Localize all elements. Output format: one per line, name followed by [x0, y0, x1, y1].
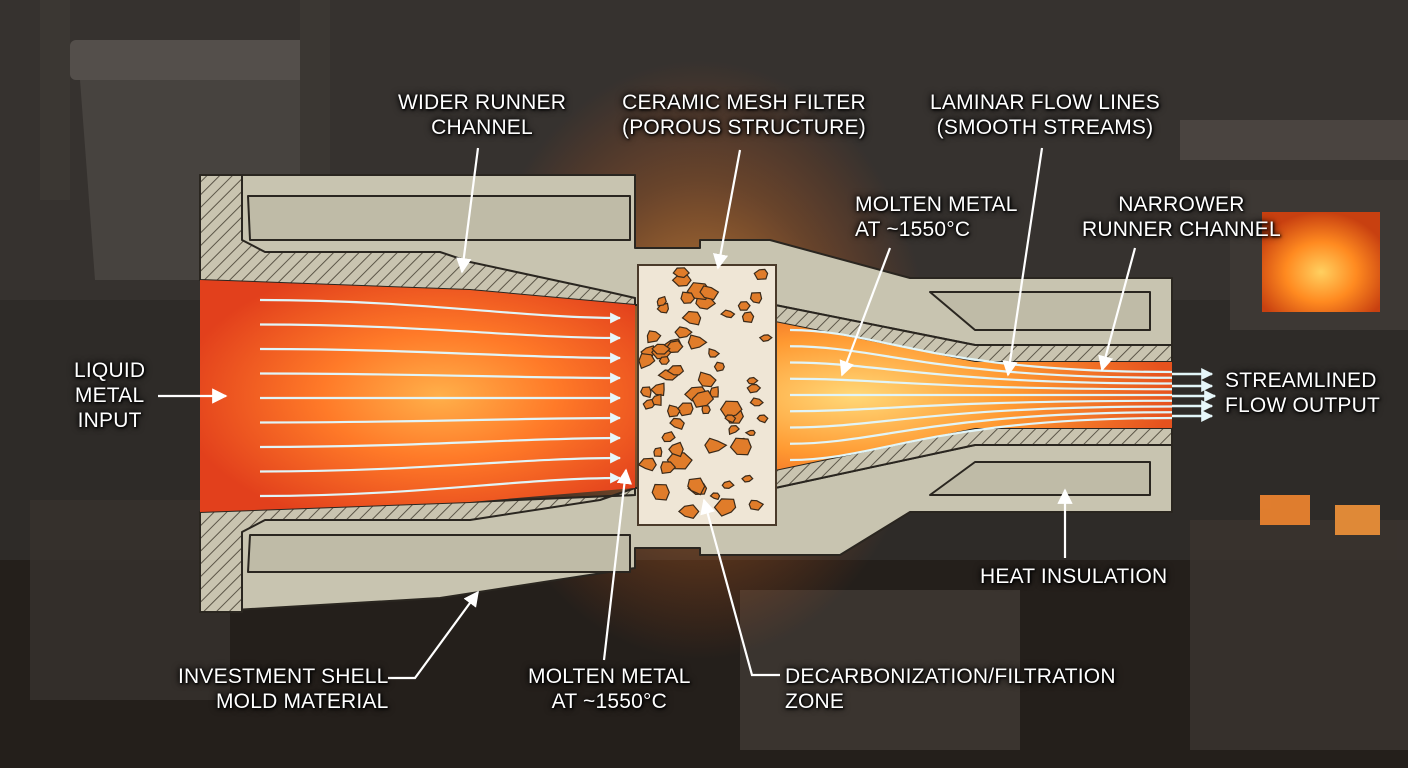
- filter-pore: [651, 483, 670, 501]
- flow-line-inlet: [259, 323, 622, 344]
- label-laminar-flow: LAMINAR FLOW LINES(SMOOTH STREAMS): [930, 91, 1160, 139]
- flow-line-outlet: [789, 345, 1173, 379]
- filter-pore: [637, 457, 657, 472]
- flow-line-outlet: [789, 405, 1173, 429]
- filter-pore: [681, 310, 702, 326]
- filter-pore: [758, 334, 773, 342]
- arrow-ceramic-filter: [712, 149, 742, 270]
- filter-pore: [741, 311, 755, 324]
- filter-pore: [687, 477, 706, 496]
- filter-pore: [691, 390, 715, 408]
- output-arrows: [1172, 368, 1217, 422]
- filter-pore: [709, 492, 721, 501]
- filter-pore: [729, 437, 752, 456]
- filter-pore: [656, 295, 667, 307]
- filter-pore: [669, 417, 685, 431]
- filter-pore: [756, 414, 769, 424]
- filter-pore: [704, 437, 728, 454]
- filter-pore: [701, 404, 711, 415]
- filter-pore: [668, 441, 684, 458]
- flow-line-inlet: [259, 298, 622, 324]
- filter-pore: [699, 285, 720, 301]
- filter-pore: [677, 504, 700, 519]
- flow-line-inlet: [259, 372, 622, 384]
- filter-pore: [687, 334, 708, 350]
- filter-pore: [640, 386, 652, 399]
- filter-pore: [728, 424, 740, 436]
- filter-pore: [658, 356, 670, 365]
- flow-line-outlet: [789, 377, 1173, 391]
- flow-line-inlet: [259, 347, 622, 364]
- filter-pore: [746, 376, 759, 385]
- filter-pore: [709, 386, 719, 398]
- arrow-laminar-flow: [1002, 147, 1044, 377]
- filter-pore: [713, 361, 725, 372]
- filter-pore: [746, 383, 762, 394]
- flow-line-outlet: [789, 411, 1173, 445]
- filter-pore: [724, 414, 737, 424]
- filter-pore: [737, 301, 751, 311]
- arrow-decarb-zone: [700, 498, 780, 677]
- filter-pore: [674, 326, 693, 339]
- filter-pore: [661, 431, 676, 443]
- filter-pore: [651, 343, 671, 355]
- flow-line-inlet: [259, 472, 622, 498]
- molten-inlet: [200, 280, 635, 512]
- flow-line-outlet: [789, 361, 1173, 385]
- filter-pore: [744, 429, 756, 437]
- arrow-narrower-runner: [1098, 247, 1137, 372]
- filter-pore: [721, 480, 735, 490]
- flow-line-inlet: [259, 412, 622, 424]
- filter-pore: [720, 309, 736, 319]
- ceramic-filter: [637, 264, 777, 526]
- filter-pore: [748, 499, 765, 511]
- filter-pore: [666, 404, 681, 418]
- filter-pore: [666, 364, 685, 376]
- filter-pore: [680, 291, 696, 304]
- laminar-flow-lines: [259, 298, 1173, 498]
- filter-pore: [697, 371, 717, 388]
- flow-line-outlet: [789, 399, 1173, 413]
- flow-line-outlet: [789, 416, 1173, 462]
- filter-pore: [749, 291, 763, 304]
- filter-pore: [653, 447, 663, 458]
- flow-line-inlet: [259, 452, 622, 473]
- filter-pore: [672, 267, 690, 279]
- flow-line-inlet: [259, 432, 622, 449]
- filter-pore: [651, 393, 662, 406]
- arrow-molten-bottom: [602, 468, 633, 661]
- filter-pore: [749, 397, 764, 407]
- filter-pore: [650, 382, 665, 397]
- mold-shell: [199, 174, 1173, 613]
- filter-pore: [638, 353, 656, 370]
- filter-pore: [753, 268, 769, 281]
- furnace-shape: [1180, 120, 1408, 330]
- leader-arrows: [158, 147, 1137, 680]
- label-ceramic-filter: CERAMIC MESH FILTER(POROUS STRUCTURE): [622, 91, 866, 139]
- filter-pore: [719, 400, 743, 419]
- arrow-molten-top: [839, 247, 892, 377]
- filter-pore: [660, 461, 677, 474]
- label-heat-insulation: HEAT INSULATION: [980, 565, 1168, 588]
- filter-pore: [741, 474, 754, 483]
- arrow-wider-runner: [456, 147, 480, 274]
- flow-line-outlet: [789, 328, 1173, 374]
- filter-pore: [646, 330, 662, 344]
- arrow-investment-shell: [388, 590, 479, 680]
- filter-pore: [708, 348, 721, 358]
